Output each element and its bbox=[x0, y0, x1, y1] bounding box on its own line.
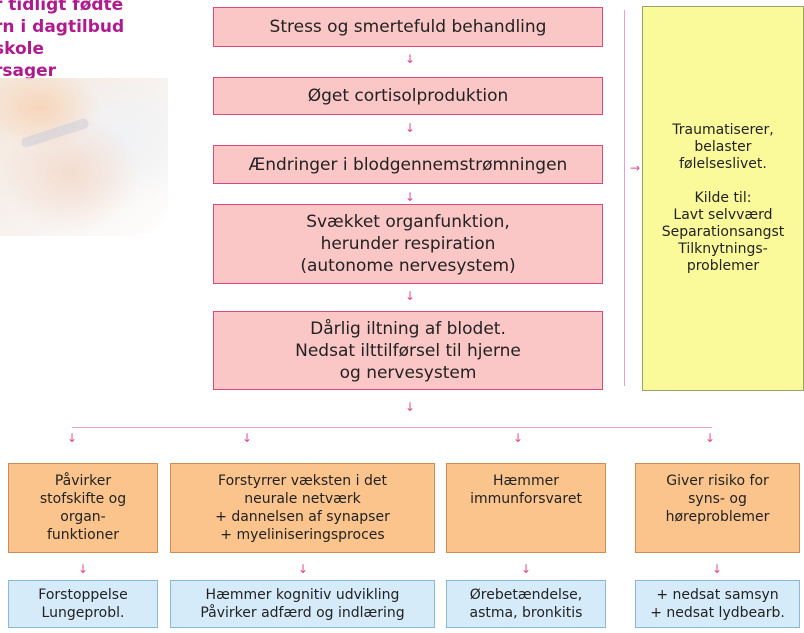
arrow-down-icon: ↓ bbox=[77, 562, 89, 576]
effect-text-neural-network: Forstyrrer væksten i det neurale netværk… bbox=[215, 473, 390, 543]
title-line-4: rsager bbox=[0, 61, 57, 81]
arrow-down-icon: ↓ bbox=[404, 121, 416, 135]
effect-text-immune-system: Hæmmer immunforsvaret bbox=[470, 473, 582, 507]
chain-box-oxygenation: Dårlig iltning af blodet. Nedsat ilttilf… bbox=[213, 311, 603, 390]
arrow-down-icon: ↓ bbox=[704, 431, 716, 445]
arrow-down-icon: ↓ bbox=[711, 562, 723, 576]
arrow-down-icon: ↓ bbox=[297, 562, 309, 576]
outcome-text-sensory: + nedsat samsyn + nedsat lydbearb. bbox=[650, 587, 785, 621]
effect-text-vision-hearing: Giver risiko for syns- og høreproblemer bbox=[665, 473, 770, 525]
outcome-text-cognitive: Hæmmer kognitiv udvikling Påvirker adfær… bbox=[200, 587, 405, 621]
breathing-tube-shape bbox=[20, 117, 90, 149]
chain-text-organ-function: Svækket organfunktion, herunder respirat… bbox=[300, 212, 516, 276]
title-line-1: r tidligt fødte bbox=[0, 0, 124, 15]
side-box-emotional-impact: Traumatiserer, belaster følelseslivet. K… bbox=[642, 6, 804, 391]
effect-box-vision-hearing: Giver risiko for syns- og høreproblemer bbox=[635, 463, 800, 553]
arrow-down-icon: ↓ bbox=[512, 431, 524, 445]
effect-text-metabolism: Påvirker stofskifte og organ- funktioner bbox=[39, 473, 127, 543]
side-box-text: Traumatiserer, belaster følelseslivet. K… bbox=[661, 122, 785, 274]
chain-text-blood-flow: Ændringer i blodgennemstrømningen bbox=[248, 154, 568, 175]
arrow-down-icon: ↓ bbox=[520, 562, 532, 576]
effect-box-neural-network: Forstyrrer væksten i det neurale netværk… bbox=[170, 463, 435, 553]
arrow-down-icon: ↓ bbox=[404, 52, 416, 66]
arrow-down-icon: ↓ bbox=[241, 431, 253, 445]
chain-text-stress: Stress og smertefuld behandling bbox=[269, 17, 547, 37]
arrow-down-icon: ↓ bbox=[404, 400, 416, 414]
arrow-down-icon: ↓ bbox=[66, 431, 78, 445]
outcome-text-constipation: Forstoppelse Lungeprobl. bbox=[38, 587, 128, 621]
chain-box-stress: Stress og smertefuld behandling bbox=[213, 7, 603, 47]
outcome-box-cognitive: Hæmmer kognitiv udvikling Påvirker adfær… bbox=[170, 580, 435, 628]
chain-text-oxygenation: Dårlig iltning af blodet. Nedsat ilttilf… bbox=[295, 318, 521, 383]
chain-text-cortisol: Øget cortisolproduktion bbox=[307, 86, 509, 106]
title-line-2: rn i dagtilbud bbox=[0, 17, 125, 37]
diagram-title: r tidligt fødte rn i dagtilbud skole rsa… bbox=[0, 0, 204, 82]
outcome-text-infections: Ørebetændelse, astma, bronkitis bbox=[469, 587, 583, 621]
infant-photo bbox=[0, 78, 168, 236]
outcome-box-constipation: Forstoppelse Lungeprobl. bbox=[8, 580, 158, 628]
effect-box-metabolism: Påvirker stofskifte og organ- funktioner bbox=[8, 463, 158, 553]
arrow-down-icon: ↓ bbox=[404, 190, 416, 204]
branch-connector-line bbox=[72, 427, 712, 428]
outcome-box-sensory: + nedsat samsyn + nedsat lydbearb. bbox=[635, 580, 800, 628]
outcome-box-infections: Ørebetændelse, astma, bronkitis bbox=[446, 580, 606, 628]
title-line-3: skole bbox=[0, 39, 45, 59]
arrow-right-icon: → bbox=[629, 161, 641, 175]
chain-box-cortisol: Øget cortisolproduktion bbox=[213, 77, 603, 115]
side-bracket-line bbox=[624, 10, 625, 386]
chain-box-organ-function: Svækket organfunktion, herunder respirat… bbox=[213, 204, 603, 284]
arrow-down-icon: ↓ bbox=[404, 289, 416, 303]
chain-box-blood-flow: Ændringer i blodgennemstrømningen bbox=[213, 145, 603, 184]
effect-box-immune-system: Hæmmer immunforsvaret bbox=[446, 463, 606, 553]
